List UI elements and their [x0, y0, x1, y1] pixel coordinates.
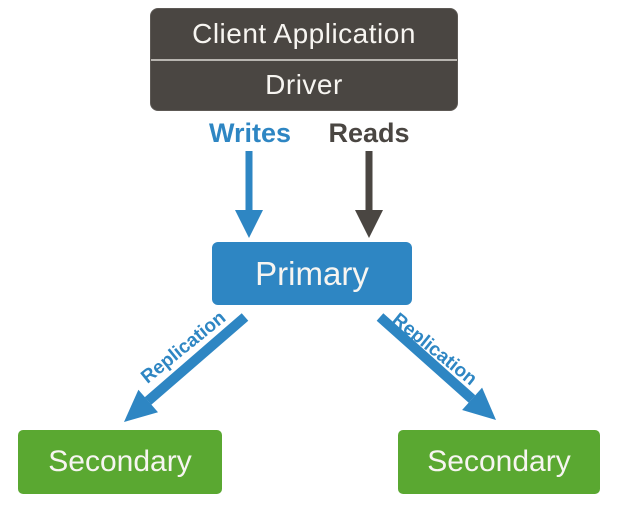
replication-right-label: Replication [387, 309, 481, 390]
primary-node: Primary [212, 242, 412, 305]
reads-label: Reads [328, 118, 410, 148]
secondary-node-right: Secondary [398, 430, 600, 494]
reads-arrow-icon [355, 151, 383, 238]
client-application-label: Client Application [192, 17, 416, 49]
replication-left-label: Replication [137, 307, 231, 388]
secondary-node-left: Secondary [18, 430, 222, 494]
client-box-divider [151, 58, 457, 61]
writes-label: Writes [208, 118, 292, 148]
client-application-box: Client Application Driver [150, 8, 458, 111]
driver-label: Driver [265, 69, 343, 101]
writes-arrow-icon [235, 151, 263, 238]
